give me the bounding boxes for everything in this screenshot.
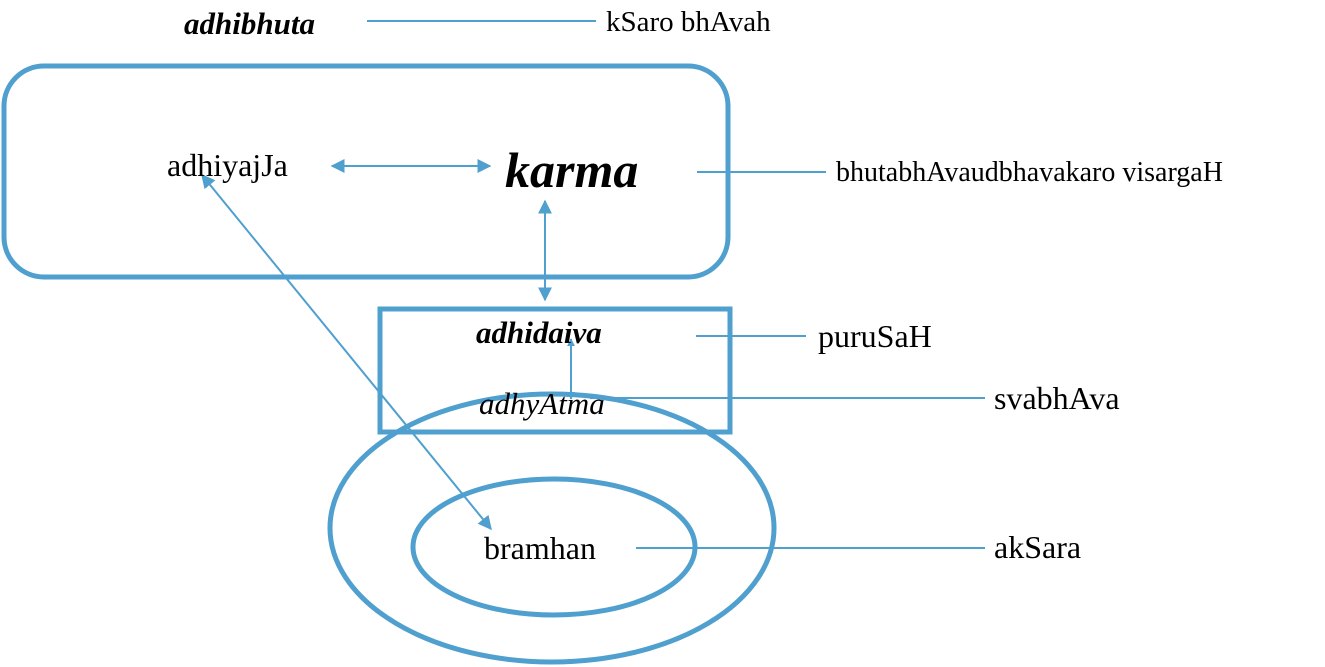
adhibhuta-gloss: kSaro bhAvah (606, 6, 771, 38)
adhiyajna-bramhan-arrow (201, 173, 492, 531)
adhidaiva-gloss: puruSaH (818, 318, 932, 354)
adhidaiva-term: adhidaiva (476, 315, 602, 350)
karma-term: karma (505, 142, 638, 198)
adhyatma-gloss: svabhAva (994, 380, 1120, 416)
adhyatma-term: adhyAtma (479, 386, 605, 421)
adhiyajna-term: adhiyajJa (167, 147, 288, 183)
bramhan-term: bramhan (484, 530, 596, 566)
karma-gloss: bhutabhAvaudbhavakaro visargaH (836, 157, 1223, 188)
adhibhuta-term: adhibhuta (184, 6, 315, 41)
bramhan-gloss: akSara (994, 529, 1081, 565)
